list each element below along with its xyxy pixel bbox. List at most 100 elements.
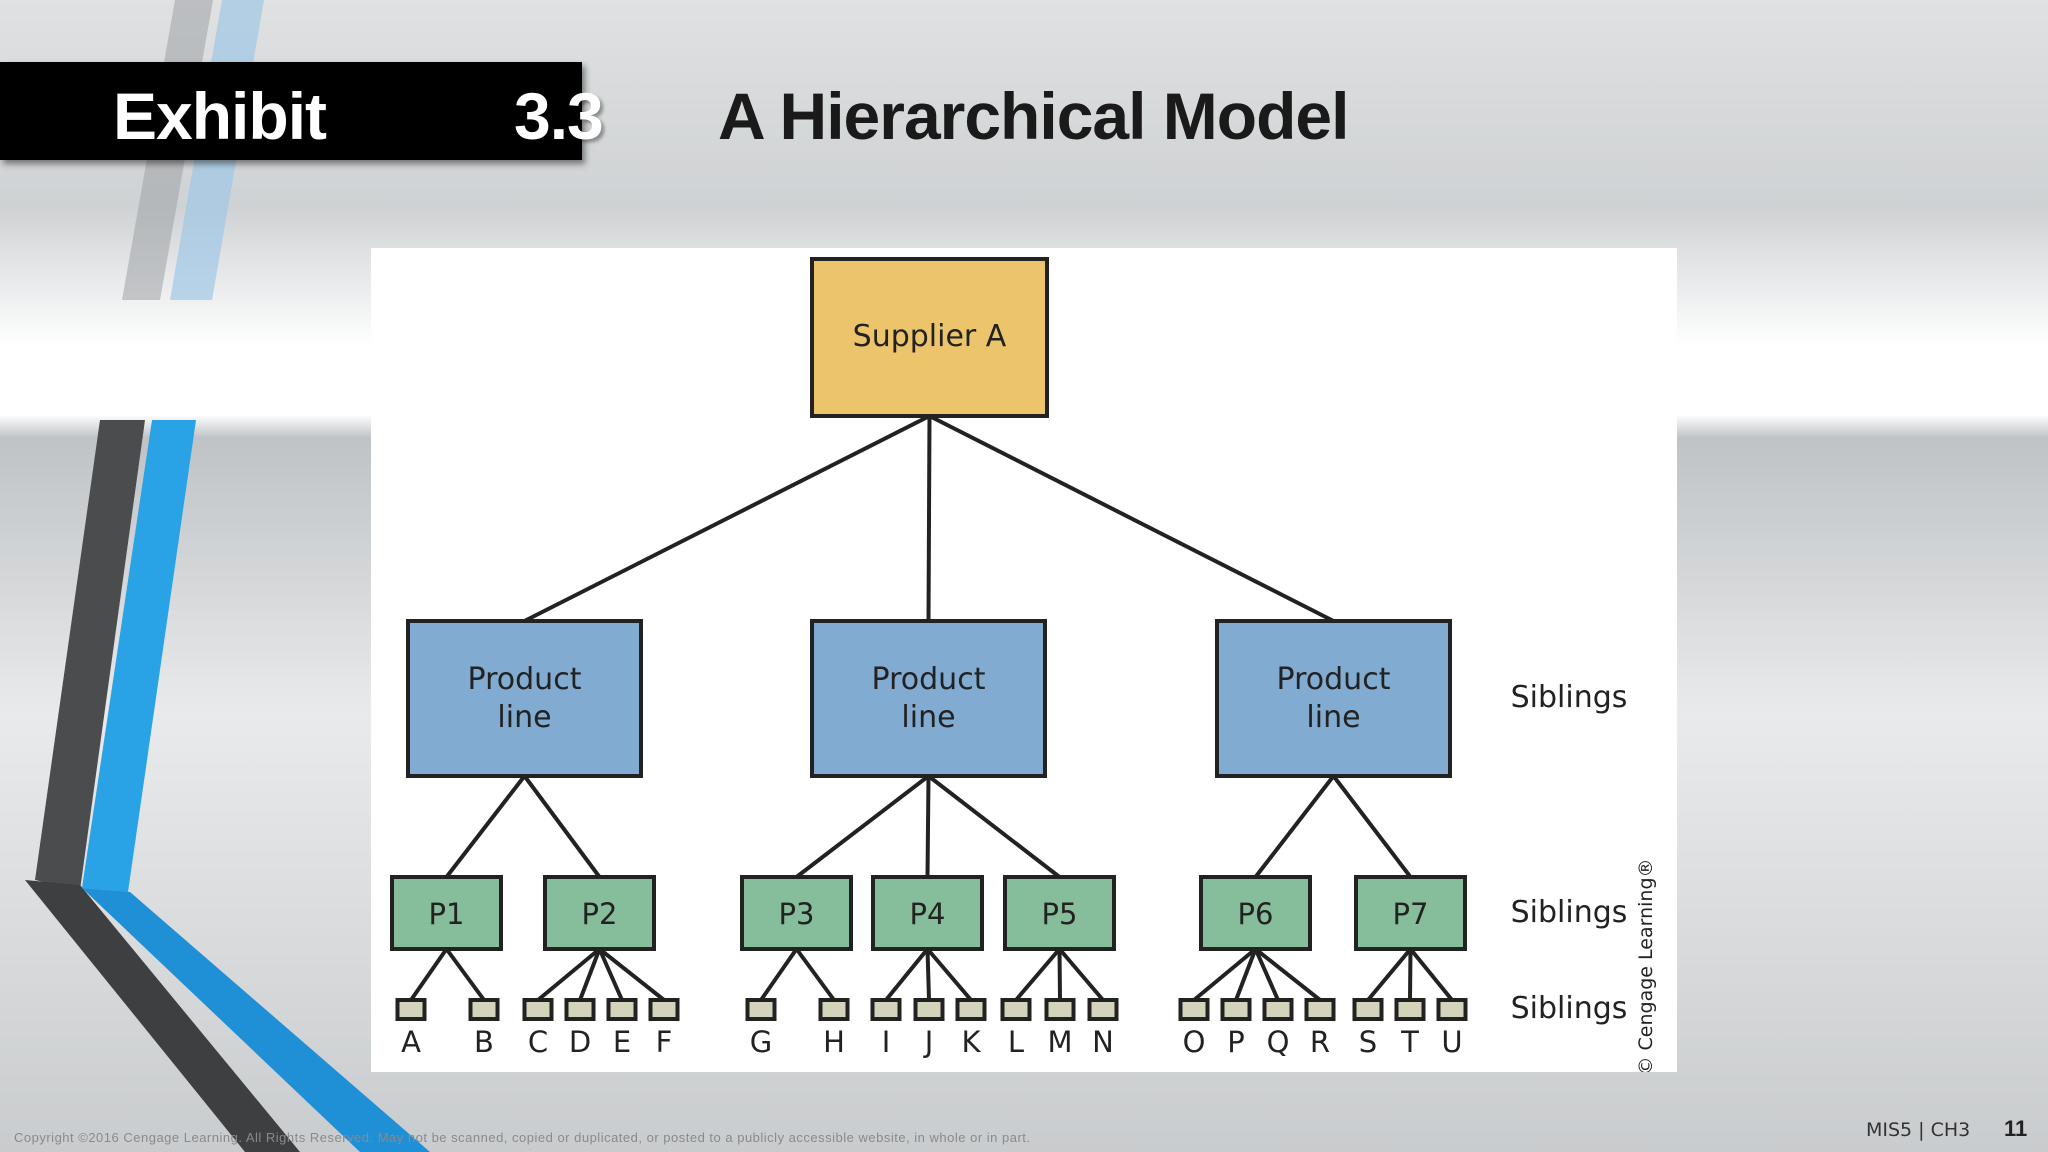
product-line-label: line bbox=[1306, 700, 1360, 735]
part-node-label: D bbox=[569, 1025, 591, 1059]
part-node bbox=[468, 998, 500, 1021]
part-node-label: G bbox=[750, 1025, 772, 1059]
connector-line bbox=[794, 947, 836, 1002]
connector-line bbox=[1057, 947, 1105, 1002]
part-node-label: N bbox=[1092, 1025, 1114, 1059]
part-node bbox=[955, 998, 987, 1021]
connector-line bbox=[444, 774, 527, 879]
connector-line bbox=[522, 774, 602, 879]
product-line-label: line bbox=[901, 700, 955, 735]
part-node bbox=[1436, 998, 1468, 1021]
connector-line bbox=[1331, 774, 1413, 879]
part-node bbox=[1000, 998, 1032, 1021]
product-node bbox=[543, 875, 656, 951]
part-node bbox=[564, 998, 596, 1021]
course-label: MIS5 | CH3 bbox=[1866, 1119, 1971, 1141]
slide-title: A Hierarchical Model bbox=[718, 79, 1349, 153]
root-node-supplier bbox=[810, 257, 1049, 418]
connector-line bbox=[409, 947, 449, 1002]
hierarchy-diagram: Supplier AProductlineProductlineProductl… bbox=[390, 257, 1657, 1072]
connector-line bbox=[444, 947, 486, 1002]
product-node-label: P7 bbox=[1393, 897, 1429, 931]
part-node-label: E bbox=[613, 1025, 631, 1059]
product-node bbox=[1003, 875, 1116, 951]
part-node-label: M bbox=[1047, 1025, 1072, 1059]
siblings-label: Siblings bbox=[1511, 895, 1628, 930]
part-node bbox=[522, 998, 554, 1021]
part-node bbox=[818, 998, 850, 1021]
page-number: 11 bbox=[2004, 1116, 2028, 1141]
credit-label: © Cengage Learning® bbox=[1635, 858, 1657, 1072]
part-node-label: U bbox=[1441, 1025, 1462, 1059]
part-node bbox=[648, 998, 680, 1021]
product-node-label: P4 bbox=[910, 897, 946, 931]
part-node-label: R bbox=[1310, 1025, 1330, 1059]
product-line-label: Product bbox=[872, 662, 986, 697]
product-node bbox=[390, 875, 503, 951]
connector-line bbox=[578, 948, 602, 1001]
product-node-label: P3 bbox=[779, 897, 815, 931]
connector-line bbox=[1234, 948, 1258, 1001]
product-node-label: P2 bbox=[582, 897, 618, 931]
product-node bbox=[740, 875, 853, 951]
part-node-label: A bbox=[401, 1025, 421, 1059]
connector-line bbox=[1254, 947, 1322, 1002]
connector-line bbox=[926, 415, 932, 622]
connector-line bbox=[1014, 947, 1062, 1002]
part-node-label: K bbox=[961, 1025, 981, 1059]
exhibit-number: 3.3 bbox=[514, 79, 604, 153]
connector-line bbox=[884, 947, 930, 1002]
product-node-label: P5 bbox=[1042, 897, 1078, 931]
connector-line bbox=[759, 947, 799, 1002]
part-node-label: S bbox=[1359, 1025, 1377, 1059]
part-node-label: I bbox=[882, 1025, 891, 1059]
part-node-label: J bbox=[923, 1025, 934, 1059]
connector-line bbox=[598, 947, 666, 1002]
connector-line bbox=[928, 414, 1335, 623]
connector-line bbox=[1057, 948, 1062, 1001]
copyright-notice: Copyright ©2016 Cengage Learning. All Ri… bbox=[14, 1130, 1031, 1145]
part-node bbox=[1087, 998, 1119, 1021]
connector-line bbox=[523, 414, 931, 623]
product-node-label: P6 bbox=[1238, 897, 1274, 931]
product-node bbox=[1199, 875, 1312, 951]
connector-line bbox=[925, 775, 931, 878]
part-node-label: H bbox=[823, 1025, 845, 1059]
connector-line bbox=[1253, 774, 1336, 879]
part-node bbox=[1394, 998, 1426, 1021]
connector-line bbox=[1253, 948, 1280, 1001]
exhibit-label: Exhibit bbox=[113, 79, 327, 153]
part-node bbox=[1262, 998, 1294, 1021]
product-node bbox=[1354, 875, 1467, 951]
part-node-label: B bbox=[474, 1025, 494, 1059]
connector-line bbox=[925, 948, 931, 1001]
part-node bbox=[1178, 998, 1210, 1021]
product-line-label: Product bbox=[1277, 662, 1391, 697]
product-node-label: P1 bbox=[429, 897, 465, 931]
part-node bbox=[870, 998, 902, 1021]
part-node-label: L bbox=[1008, 1025, 1024, 1059]
product-line-node bbox=[406, 619, 643, 778]
connector-line bbox=[1408, 947, 1454, 1002]
connector-line bbox=[1408, 948, 1413, 1001]
product-node bbox=[871, 875, 984, 951]
part-node-label: T bbox=[1400, 1025, 1419, 1059]
part-node bbox=[745, 998, 777, 1021]
part-node-label: Q bbox=[1267, 1025, 1290, 1059]
title-bar bbox=[0, 62, 582, 160]
part-node-label: P bbox=[1227, 1025, 1245, 1059]
connector-line bbox=[795, 774, 930, 879]
part-node bbox=[913, 998, 945, 1021]
part-node-label: F bbox=[656, 1025, 673, 1059]
product-line-label: line bbox=[497, 700, 551, 735]
part-node bbox=[1352, 998, 1384, 1021]
product-line-node bbox=[1215, 619, 1452, 778]
siblings-label: Siblings bbox=[1511, 680, 1628, 715]
connector-line bbox=[1192, 947, 1257, 1002]
connector-line bbox=[925, 947, 973, 1002]
siblings-label: Siblings bbox=[1511, 991, 1628, 1026]
product-line-node bbox=[810, 619, 1047, 778]
part-node bbox=[395, 998, 427, 1021]
